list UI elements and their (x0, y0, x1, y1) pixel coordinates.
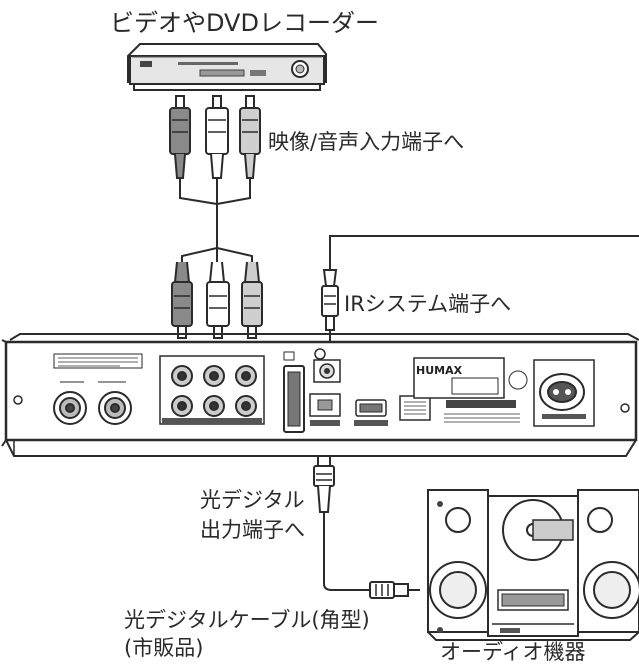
video-recorder-label: ビデオやDVDレコーダー (110, 9, 379, 37)
optical-cable (313, 455, 420, 599)
rca-cable-top (169, 95, 261, 210)
stereo-system-icon (427, 489, 639, 641)
optical-cable-label-line2: (市販品) (124, 636, 204, 660)
ir-cable (321, 235, 639, 346)
audio-device-label: オーディオ機器 (440, 640, 586, 664)
brand-logo: HUMAX (416, 364, 463, 377)
rca-cable-bottom (171, 247, 263, 339)
optical-out-label-line1: 光デジタル (200, 488, 305, 512)
dvd-recorder-icon (127, 43, 327, 91)
optical-out-label-line2: 出力端子へ (200, 518, 305, 542)
receiver-back-panel (1, 333, 639, 457)
av-input-label: 映像/音声入力端子へ (268, 130, 465, 154)
ir-system-label: IRシステム端子へ (344, 292, 512, 316)
optical-cable-label-line1: 光デジタルケーブル(角型) (124, 608, 370, 632)
